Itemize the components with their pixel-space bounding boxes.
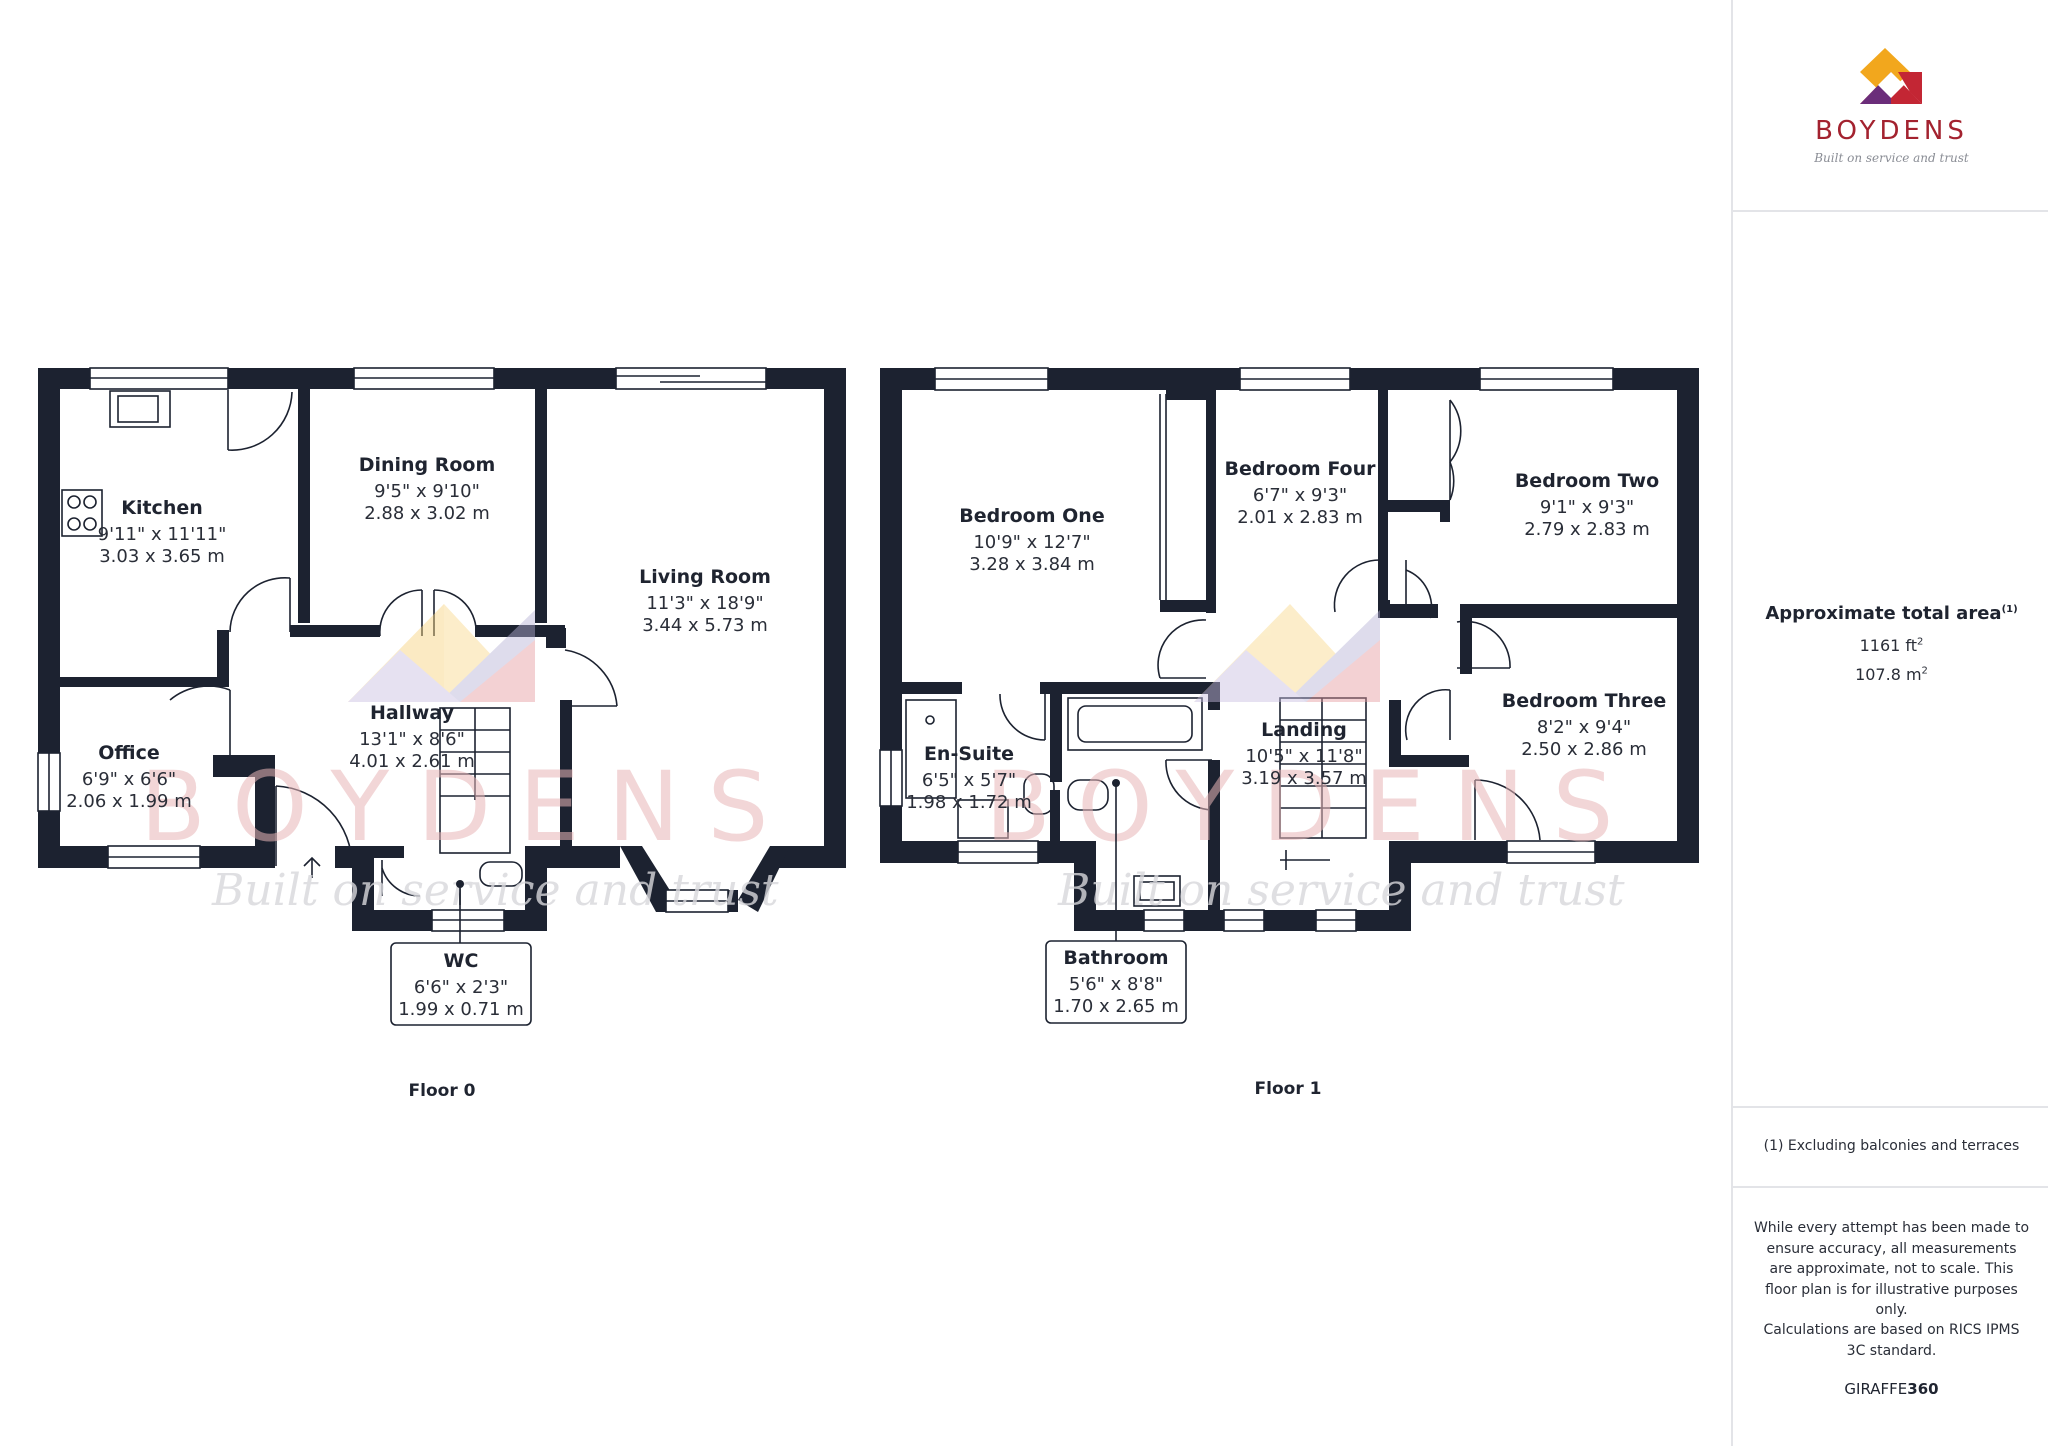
room-name-bathroom: Bathroom: [1063, 947, 1168, 969]
floor-label-0: Floor 0: [409, 1081, 476, 1101]
room-name-bedroom-one: Bedroom One: [959, 505, 1104, 527]
room-metric-dining: 2.88 x 3.02 m: [364, 503, 490, 524]
area-title-note: (1): [2001, 604, 2018, 615]
brand-tagline: Built on service and trust: [1814, 151, 1969, 165]
room-imperial-office: 6'9" x 6'6": [82, 769, 176, 790]
credit-suffix: 360: [1907, 1380, 1939, 1398]
watermark-text-floor0: BOYDENS: [140, 751, 796, 863]
disclaimer: While every attempt has been made to ens…: [1753, 1220, 2030, 1318]
room-metric-landing: 3.19 x 3.57 m: [1241, 768, 1367, 789]
room-name-bedroom-three: Bedroom Three: [1502, 690, 1667, 712]
room-name-hallway: Hallway: [370, 702, 455, 724]
room-imperial-living: 11'3" x 18'9": [646, 593, 763, 614]
room-imperial-wc: 6'6" x 2'3": [414, 977, 508, 998]
room-imperial-bathroom: 5'6" x 8'8": [1069, 974, 1163, 995]
room-name-kitchen: Kitchen: [121, 497, 203, 519]
area-sqm: 107.8 m2: [1733, 665, 2048, 684]
watermark-text-floor1: BOYDENS: [985, 751, 1641, 863]
divider: [1733, 1106, 2048, 1108]
room-name-landing: Landing: [1261, 719, 1347, 741]
room-metric-wc: 1.99 x 0.71 m: [398, 999, 524, 1020]
room-imperial-en-suite: 6'5" x 5'7": [922, 770, 1016, 791]
room-imperial-bedroom-three: 8'2" x 9'4": [1537, 717, 1631, 738]
brand-block: BOYDENS Built on service and trust: [1733, 0, 2048, 210]
area-sqm-value: 107.8 m: [1855, 665, 1922, 684]
area-title: Approximate total area(1): [1733, 603, 2048, 624]
credit-prefix: GIRAFFE: [1844, 1380, 1908, 1398]
room-metric-bedroom-three: 2.50 x 2.86 m: [1521, 739, 1647, 760]
room-name-bedroom-two: Bedroom Two: [1515, 470, 1659, 492]
room-metric-hallway: 4.01 x 2.61 m: [349, 751, 475, 772]
room-metric-kitchen: 3.03 x 3.65 m: [99, 546, 225, 567]
area-sqft-value: 1161 ft: [1859, 636, 1918, 655]
room-name-en-suite: En-Suite: [924, 743, 1014, 765]
room-name-wc: WC: [444, 950, 479, 972]
room-imperial-kitchen: 9'11" x 11'11": [98, 524, 227, 545]
floor-label-1: Floor 1: [1255, 1079, 1322, 1099]
watermark-logo: [348, 604, 1380, 702]
room-imperial-hallway: 13'1" x 8'6": [359, 729, 465, 750]
room-name-bedroom-four: Bedroom Four: [1224, 458, 1376, 480]
room-imperial-bedroom-two: 9'1" x 9'3": [1540, 497, 1634, 518]
room-metric-living: 3.44 x 5.73 m: [642, 615, 768, 636]
room-metric-en-suite: 1.98 x 1.72 m: [906, 792, 1032, 813]
room-metric-bathroom: 1.70 x 2.65 m: [1053, 996, 1179, 1017]
room-imperial-landing: 10'5" x 11'8": [1245, 746, 1362, 767]
info-sidebar: BOYDENS Built on service and trust Appro…: [1731, 0, 2048, 1446]
area-sqft: 1161 ft2: [1733, 636, 2048, 655]
calculation-note: Calculations are based on RICS IPMS 3C s…: [1763, 1322, 2020, 1359]
room-metric-bedroom-four: 2.01 x 2.83 m: [1237, 507, 1363, 528]
watermark-tagline-floor0: Built on service and trust: [211, 865, 779, 916]
footnote: (1) Excluding balconies and terraces: [1763, 1138, 2020, 1154]
watermark-tagline-floor1: Built on service and trust: [1057, 865, 1625, 916]
divider: [1733, 1186, 2048, 1188]
brand-logo-icon: [1860, 48, 1922, 104]
area-title-text: Approximate total area: [1765, 603, 2002, 624]
room-imperial-bedroom-one: 10'9" x 12'7": [973, 532, 1090, 553]
floor-plan-drawing: BOYDENS Built on service and trust BOYDE…: [37, 367, 1699, 1101]
room-name-office: Office: [98, 742, 160, 764]
room-imperial-dining: 9'5" x 9'10": [374, 481, 480, 502]
room-name-dining: Dining Room: [359, 454, 496, 476]
divider: [1733, 210, 2048, 212]
room-metric-office: 2.06 x 1.99 m: [66, 791, 192, 812]
room-metric-bedroom-two: 2.79 x 2.83 m: [1524, 519, 1650, 540]
area-sqm-unit: 2: [1921, 665, 1928, 677]
room-metric-bedroom-one: 3.28 x 3.84 m: [969, 554, 1095, 575]
area-sqft-unit: 2: [1917, 636, 1924, 648]
brand-name: BOYDENS: [1815, 116, 1968, 146]
room-name-living: Living Room: [639, 566, 771, 588]
credit: GIRAFFE360: [1733, 1380, 2048, 1398]
room-imperial-bedroom-four: 6'7" x 9'3": [1253, 485, 1347, 506]
